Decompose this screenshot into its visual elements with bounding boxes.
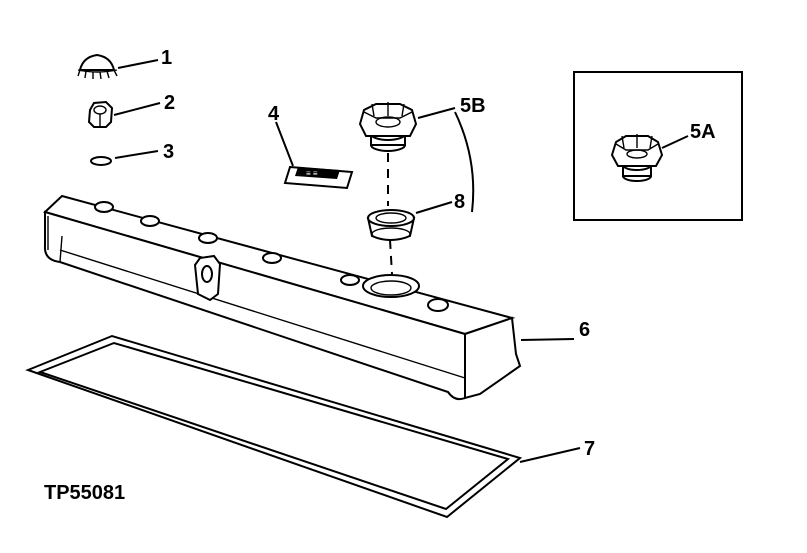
callout-1: 1	[161, 47, 172, 69]
callout-8: 8	[454, 191, 465, 213]
leader-line-8	[415, 201, 453, 214]
part-4-decal: ≡ ≡	[283, 165, 354, 190]
part-5a-filler-cap	[610, 134, 664, 182]
leader-line-1	[117, 59, 159, 69]
callout-6: 6	[579, 319, 590, 341]
callout-5a: 5A	[690, 121, 716, 143]
callout-4: 4	[268, 103, 280, 125]
part-2-nut	[87, 100, 114, 128]
leader-line-6	[520, 338, 575, 341]
callout-3: 3	[163, 141, 174, 163]
part-3-washer	[90, 156, 112, 166]
figure-id: TP55081	[44, 482, 125, 504]
part-7-gasket	[25, 334, 523, 519]
leader-line-3	[114, 150, 159, 159]
assembly-line-lower	[389, 239, 393, 275]
callout-2: 2	[164, 92, 175, 114]
leader-line-7	[519, 447, 581, 463]
decal-text: ≡ ≡	[306, 169, 318, 178]
leader-line-5b	[417, 107, 456, 119]
callout-5b: 5B	[460, 95, 486, 117]
part-5b-filler-cap	[358, 102, 418, 152]
part-1-cap	[77, 53, 118, 80]
leader-bracket-5b	[454, 111, 475, 213]
leader-line-4	[275, 121, 294, 167]
part-8-adapter	[366, 209, 416, 241]
part-6-valve-cover	[43, 194, 522, 401]
leader-line-5a	[661, 135, 689, 149]
callout-7: 7	[584, 438, 595, 460]
leader-line-2	[113, 102, 161, 116]
inset-box	[573, 71, 743, 221]
